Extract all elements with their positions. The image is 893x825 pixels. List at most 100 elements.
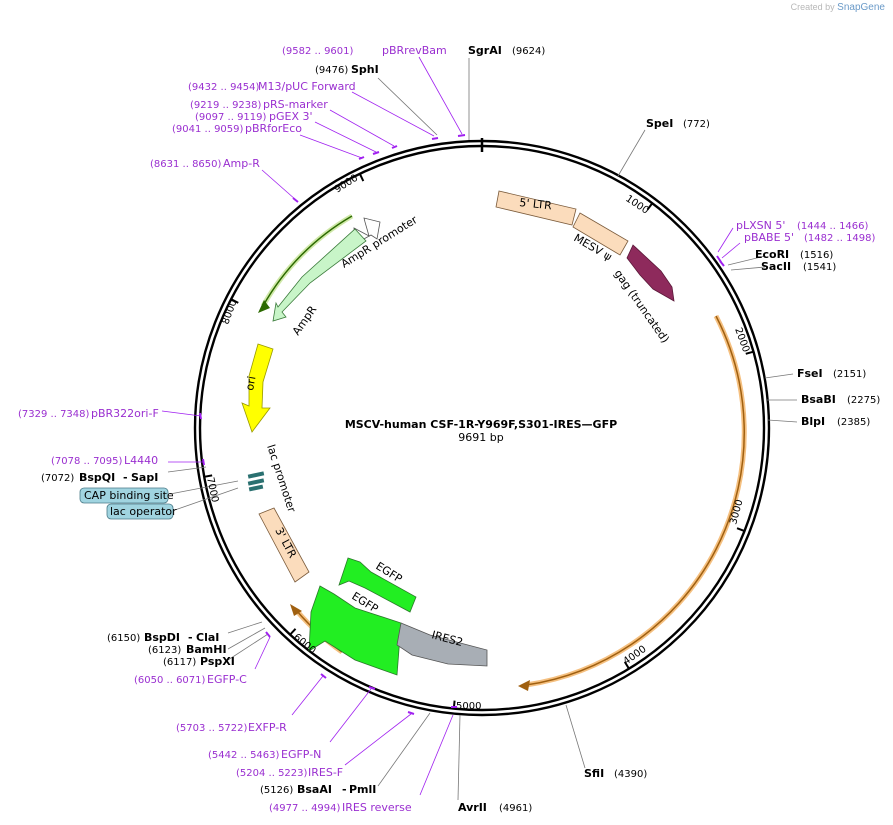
primer-ampr: Amp-R <box>223 157 260 170</box>
ltr5-label: 5' LTR <box>519 196 553 212</box>
primer-pbrrevbam-range: (9582 .. 9601) <box>282 46 354 57</box>
enzyme-bamhi: BamHI <box>186 643 227 656</box>
plasmid-size: 9691 bp <box>458 431 503 444</box>
tick-mark-3000 <box>736 527 745 533</box>
enzyme-clai-dash: - <box>188 631 193 644</box>
enzyme-bspdi: BspDI <box>144 631 180 644</box>
primer-iresrev: IRES reverse <box>342 801 412 814</box>
ltr3-feature <box>258 507 310 583</box>
enzyme-sfii-pos: (4390) <box>614 769 647 780</box>
primer-ampr-range: (8631 .. 8650) <box>150 159 222 170</box>
enzyme-fsei: FseI <box>797 367 823 380</box>
plasmid-title: MSCV-human CSF-1R-Y969F,S301-IRES—GFP <box>345 418 617 431</box>
lac-operator-label: lac operator <box>110 505 177 518</box>
ltr5-feature <box>495 190 577 226</box>
enzyme-bsabi: BsaBI <box>801 393 836 406</box>
enzyme-sfii: SfiI <box>584 767 604 780</box>
lac-operator-box <box>106 503 174 520</box>
enzyme-bsabi-pos: (2275) <box>847 395 880 406</box>
primer-leader-lines <box>161 56 741 796</box>
primer-m13: M13/pUC Forward <box>258 80 356 93</box>
primer-pbabe: pBABE 5' <box>744 231 794 244</box>
primer-prs: pRS-marker <box>263 98 328 111</box>
primer-plxsn-range: (1444 .. 1466) <box>797 221 869 232</box>
tick-mark-2000 <box>745 350 754 355</box>
tick-label-1000: 1000 <box>623 193 650 216</box>
primer-exfpr-range: (5703 .. 5722) <box>176 723 248 734</box>
primer-m13-range: (9432 .. 9454) <box>188 82 260 93</box>
enzyme-bamhi-pos: (6123) <box>148 645 181 656</box>
enzyme-bsaai: BsaAI <box>297 783 332 796</box>
primer-egfpc-range: (6050 .. 6071) <box>134 675 206 686</box>
primer-prs-range: (9219 .. 9238) <box>190 100 262 111</box>
enzyme-sacii-pos: (1541) <box>803 262 836 273</box>
enzyme-fsei-pos: (2151) <box>833 369 866 380</box>
primer-iresrev-range: (4977 .. 4994) <box>269 803 341 814</box>
primer-pgex-range: (9097 .. 9119) <box>195 112 267 123</box>
ampr-feature <box>272 228 367 322</box>
primer-egfpn-range: (5442 .. 5463) <box>208 750 280 761</box>
tick-mark-9000 <box>358 173 365 182</box>
tick-label-3000: 3000 <box>728 498 745 525</box>
egfp-inner-feature <box>338 557 417 613</box>
enzyme-bspqi-pos: (7072) <box>41 473 74 484</box>
leader-lines <box>167 58 798 801</box>
orf-arc-csf1r-core <box>525 315 745 686</box>
enzyme-sgrai: SgrAI <box>468 44 502 57</box>
primer-pbabe-range: (1482 .. 1498) <box>804 233 876 244</box>
orf-arc-ampr-core <box>262 215 353 307</box>
tick-label-7000: 7000 <box>204 476 220 503</box>
primer-iresf-range: (5204 .. 5223) <box>236 768 308 779</box>
tick-marks <box>204 138 754 709</box>
enzyme-sapi-dash: - <box>123 471 128 484</box>
primer-pbrforeco: pBRforEco <box>245 122 302 135</box>
enzyme-bsaai-pos: (5126) <box>260 785 293 796</box>
mesv-psi-feature <box>572 212 629 256</box>
tick-label-5000: 5000 <box>456 701 481 712</box>
tick-mark-6000 <box>289 628 297 636</box>
primer-pgex: pGEX 3' <box>269 110 313 123</box>
tick-mark-7000 <box>204 474 213 478</box>
tick-mark-4000 <box>623 661 630 670</box>
created-by-text: Created by <box>790 2 835 12</box>
enzyme-sphi-pos: (9476) <box>315 65 348 76</box>
tick-label-2000: 2000 <box>732 326 751 354</box>
primer-marks <box>199 134 725 715</box>
enzyme-bspqi: BspQI <box>79 471 115 484</box>
enzyme-sgrai-pos: (9624) <box>512 46 545 57</box>
tick-mark-1000 <box>646 202 654 211</box>
lac-operator-marks <box>247 471 265 492</box>
enzyme-sapi: SapI <box>131 471 158 484</box>
primer-egfpc: EGFP-C <box>207 673 247 686</box>
enzyme-ecori: EcoRI <box>755 248 789 261</box>
ori-label: ori <box>243 375 258 391</box>
tick-mark-8000 <box>230 298 239 304</box>
enzyme-sacii: SacII <box>761 260 791 273</box>
orf-arc-egfp-arrowhead <box>290 604 302 616</box>
enzyme-blpi-pos: (2385) <box>837 417 870 428</box>
enzyme-pmli: PmlI <box>349 783 376 796</box>
lac-promoter-label: lac promoter <box>264 443 298 514</box>
enzyme-avrii: AvrII <box>458 801 487 814</box>
snapgene-logo-text: SnapGene <box>837 2 885 13</box>
primer-pbr322ori: pBR322ori-F <box>91 407 159 420</box>
primer-plxsn: pLXSN 5' <box>736 219 785 232</box>
enzyme-spei: SpeI <box>646 117 673 130</box>
primer-pbrforeco-range: (9041 .. 9059) <box>172 124 244 135</box>
primer-pbr322ori-range: (7329 .. 7348) <box>18 409 90 420</box>
orf-arc-csf1r-arrowhead <box>518 680 530 691</box>
ires2-feature <box>396 622 488 667</box>
enzyme-avrii-pos: (4961) <box>499 803 532 814</box>
egfp-outer-feature <box>308 585 402 676</box>
enzyme-bspdi-pos: (6150) <box>107 633 140 644</box>
enzyme-spei-pos: (772) <box>683 119 710 130</box>
enzyme-pspxi: PspXI <box>200 655 235 668</box>
ori-feature <box>241 343 274 433</box>
gag-truncated-feature <box>626 244 675 302</box>
enzyme-clai: ClaI <box>196 631 219 644</box>
enzyme-sphi: SphI <box>351 63 379 76</box>
primer-iresf: IRES-F <box>308 766 343 779</box>
enzyme-blpi: BlpI <box>801 415 825 428</box>
enzyme-ecori-pos: (1516) <box>800 250 833 261</box>
primer-egfpn: EGFP-N <box>281 748 321 761</box>
